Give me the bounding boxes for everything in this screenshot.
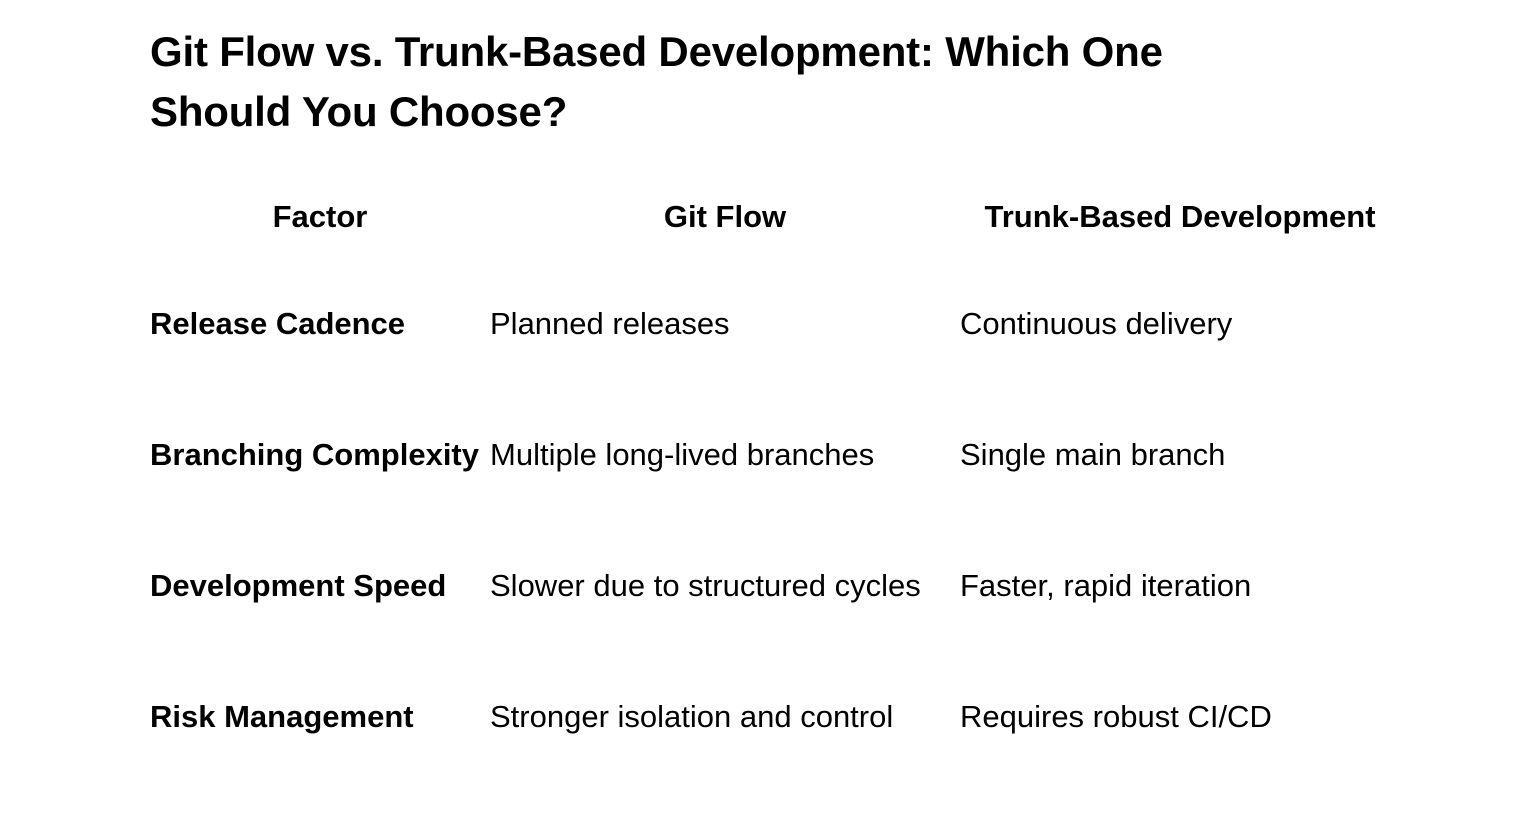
cell-factor: Branching Complexity (150, 436, 479, 472)
cell-git-flow: Slower due to structured cycles (490, 567, 921, 603)
page-title: Git Flow vs. Trunk-Based Development: Wh… (150, 28, 1163, 135)
cell-git-flow: Planned releases (490, 305, 730, 341)
cell-git-flow: Stronger isolation and control (490, 698, 894, 734)
cell-trunk-based: Continuous delivery (960, 305, 1233, 341)
table-row: Development Speed Slower due to structur… (150, 520, 1400, 651)
cell-trunk-based: Single main branch (960, 436, 1226, 472)
table-body: Release Cadence Planned releases Continu… (150, 258, 1400, 782)
column-header-factor: Factor (272, 199, 368, 234)
cell-trunk-based: Faster, rapid iteration (960, 567, 1252, 603)
cell-factor: Development Speed (150, 567, 447, 603)
cell-factor: Risk Management (150, 698, 414, 734)
table-row: Branching Complexity Multiple long-lived… (150, 389, 1400, 520)
cell-git-flow: Multiple long-lived branches (490, 436, 875, 472)
table-row: Risk Management Stronger isolation and c… (150, 651, 1400, 782)
table-header: Factor Git Flow Trunk-Based Development (150, 176, 1400, 258)
column-header-git-flow: Git Flow (663, 199, 787, 234)
comparison-table: Factor Git Flow Trunk-Based Development … (150, 176, 1400, 782)
table-row: Release Cadence Planned releases Continu… (150, 258, 1400, 389)
table-header-row: Factor Git Flow Trunk-Based Development (150, 176, 1400, 258)
column-header-trunk-based-development: Trunk-Based Development (984, 199, 1376, 234)
cell-trunk-based: Requires robust CI/CD (960, 698, 1272, 734)
cell-factor: Release Cadence (150, 305, 406, 341)
